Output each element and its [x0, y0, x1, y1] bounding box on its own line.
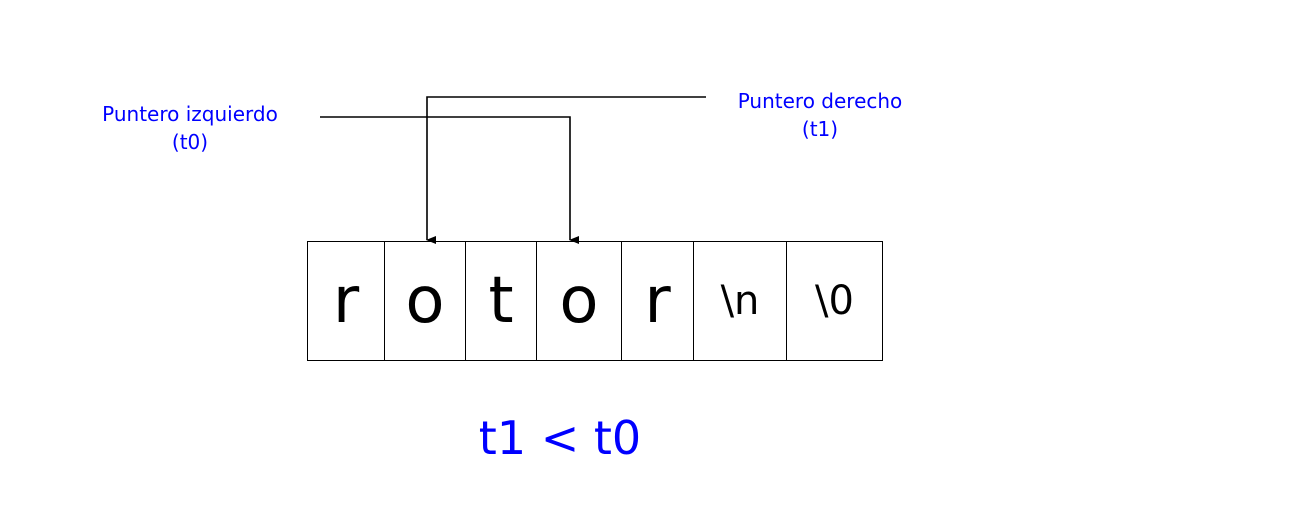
array-cell-2: t	[466, 242, 537, 360]
left-pointer-arrow	[320, 116, 579, 244]
left-pointer-register: (t0)	[171, 130, 209, 154]
char-array: r o t o r \n \0	[307, 241, 883, 361]
left-pointer-label: Puntero izquierdo (t0)	[60, 100, 320, 156]
right-pointer-register: (t1)	[801, 117, 839, 141]
right-pointer-label: Puntero derecho (t1)	[700, 87, 940, 143]
loop-condition: t1 < t0	[478, 411, 642, 465]
array-cell-5: \n	[694, 242, 787, 360]
right-pointer-name: Puntero derecho	[737, 89, 903, 113]
array-cell-3: o	[537, 242, 622, 360]
array-cell-6: \0	[815, 278, 854, 324]
array-cell-1: o	[385, 242, 466, 360]
array-cell-4: r	[622, 242, 694, 360]
array-cell-0: r	[308, 242, 385, 360]
right-pointer-arrow	[426, 96, 706, 244]
left-pointer-name: Puntero izquierdo	[102, 102, 278, 126]
